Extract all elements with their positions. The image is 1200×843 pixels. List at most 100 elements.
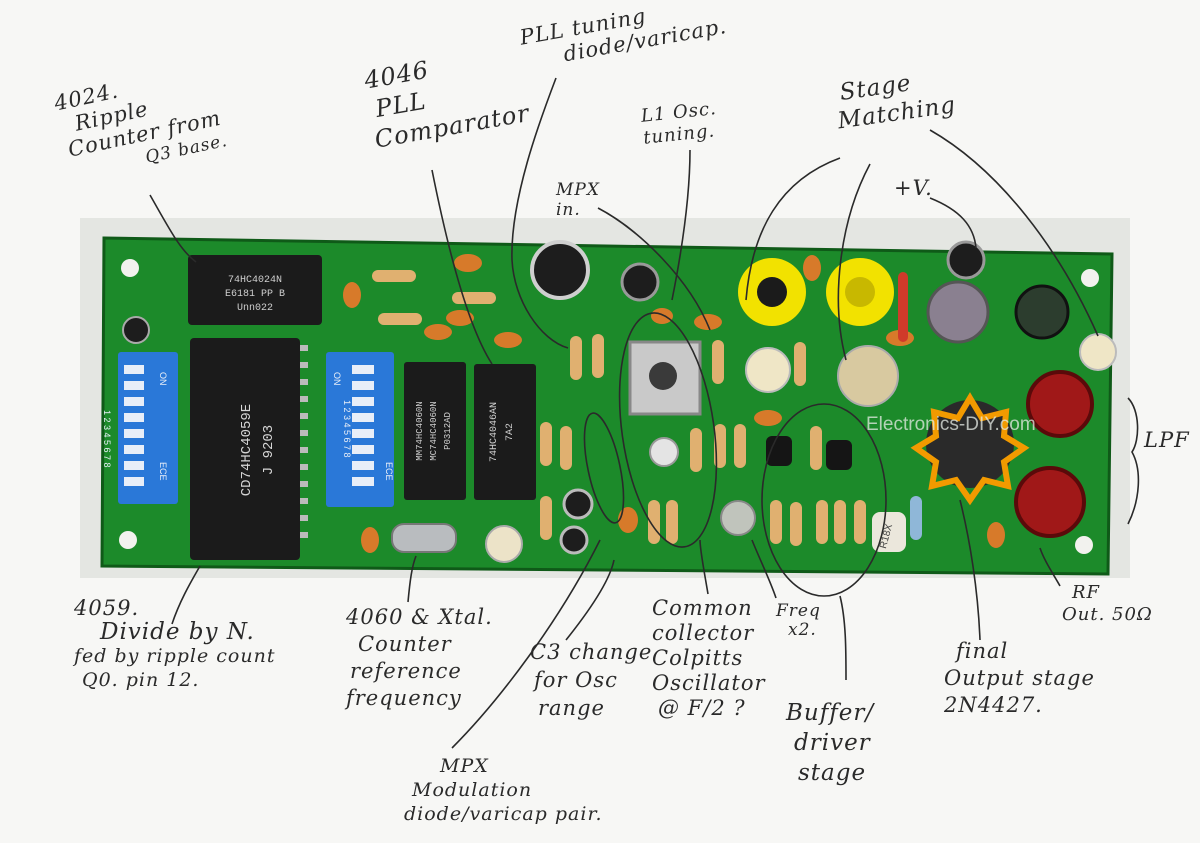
note-rf-out: RF Out. 50Ω xyxy=(1062,582,1153,626)
note-lpf: LPF xyxy=(1144,428,1190,452)
ic-4059: CD74HC4059E J 9203 xyxy=(190,338,308,560)
mounting-hole xyxy=(121,259,139,277)
ic-4060-text1: MM74HC4060N xyxy=(415,401,425,460)
leader-pll-comparator xyxy=(431,169,493,365)
note-line: Oscillator xyxy=(652,671,766,695)
note-plus-v: +V. xyxy=(894,176,933,200)
ic-4060-text2: MC74HC4060N xyxy=(429,401,439,460)
note-line: +V. xyxy=(894,176,933,200)
ic-4060: MM74HC4060N MC74HC4060N P0312AD xyxy=(404,362,466,500)
note-line: frequency xyxy=(346,686,462,710)
note-final-output: final Output stage 2N4427. xyxy=(944,638,1095,719)
note-mpx-modulation: MPX Modulation diode/varicap pair. xyxy=(404,754,602,826)
leader-pll-tuning xyxy=(511,77,569,349)
output-coils xyxy=(910,280,1094,538)
leader-final-output xyxy=(959,499,981,641)
note-line: diode/varicap pair. xyxy=(404,803,603,825)
yellow-trimmer-caps xyxy=(738,258,894,326)
note-line: 2N4427. xyxy=(944,693,1043,717)
note-line: MPX xyxy=(556,180,600,200)
note-line: @ F/2 ? xyxy=(658,696,746,720)
note-line: for Osc xyxy=(534,668,618,692)
mounting-hole xyxy=(1081,269,1099,287)
note-line: stage xyxy=(798,760,867,786)
note-l1-osc: L1 Osc. tuning. xyxy=(640,98,720,150)
leader-stage-matching-right xyxy=(929,129,1099,337)
annotation-lines xyxy=(149,77,1140,749)
note-line: reference xyxy=(350,659,462,683)
leader-freq-x2 xyxy=(751,539,777,599)
leader-stage-matching-mid xyxy=(837,163,871,361)
note-line: x2. xyxy=(788,620,817,640)
leader-mpx-in xyxy=(597,207,711,331)
note-line: Colpitts xyxy=(652,646,744,670)
crystal xyxy=(391,523,457,553)
white-trimmers xyxy=(485,333,1117,563)
ic-4024-text1: 74HC4024N xyxy=(228,275,282,286)
note-line: Modulation xyxy=(412,779,533,801)
leader-c3-change xyxy=(565,559,615,641)
leader-ripple-counter xyxy=(149,194,197,263)
circle-mpx-varicaps xyxy=(583,412,625,524)
note-line: in. xyxy=(556,200,581,220)
ic-4060-text3: P0312AD xyxy=(443,412,453,450)
heatsink-star xyxy=(910,392,1030,506)
note-line: 4059. xyxy=(74,596,140,620)
note-c3-change: C3 change for Osc range xyxy=(530,638,652,722)
note-counter-reference: 4060 & Xtal. Counter reference frequency xyxy=(346,604,493,712)
note-line: range xyxy=(538,696,605,720)
ic-4046-text2: 7A2 xyxy=(505,423,516,441)
ic-4024-text2: E6181 PP B xyxy=(225,289,285,300)
electrolytic-capacitors xyxy=(122,240,986,555)
leader-rf-out xyxy=(1039,547,1061,587)
transistors xyxy=(766,436,852,470)
note-line: final xyxy=(956,639,1009,663)
leader-plus-v xyxy=(929,197,977,249)
note-line: Counter xyxy=(358,632,452,656)
leader-mpx-modulation xyxy=(451,539,601,749)
note-divide-by-n: 4059. Divide by N. fed by ripple count Q… xyxy=(74,596,275,692)
mounting-hole xyxy=(1075,536,1093,554)
note-line: Divide by N. xyxy=(100,619,255,645)
note-line: driver xyxy=(794,730,871,756)
mounting-hole xyxy=(119,531,137,549)
note-line: Q0. pin 12. xyxy=(82,669,200,691)
dip-switch-right: ON 1 2 3 4 5 6 7 8 ECE xyxy=(326,352,394,507)
ceramic-capacitors xyxy=(343,254,1005,553)
l1-osc-coil-can xyxy=(628,340,702,416)
leader-buffer-driver xyxy=(839,595,847,681)
leader-l1-osc xyxy=(671,149,691,301)
note-line: RF xyxy=(1072,582,1101,603)
ic-4059-text2: J 9203 xyxy=(261,425,277,475)
note-line: Output stage xyxy=(944,666,1095,690)
note-line: Buffer/ xyxy=(786,700,875,726)
circle-colpitts-oscillator xyxy=(618,312,718,548)
circle-buffer-driver xyxy=(761,403,887,597)
note-freq-x2: Freq x2. xyxy=(776,602,821,640)
leader-counter-reference xyxy=(407,555,417,603)
note-buffer-driver: Buffer/ driver stage xyxy=(786,698,874,788)
dip-left-numbers: 1 2 3 4 5 6 7 8 xyxy=(102,410,112,468)
note-mpx-in: MPX in. xyxy=(556,180,600,220)
note-line: Out. 50Ω xyxy=(1062,604,1153,625)
note-line: 4060 & Xtal. xyxy=(346,605,493,629)
ic-4046: 74HC4046AN 7A2 xyxy=(474,364,536,500)
dip-left-on: ON xyxy=(158,372,168,386)
dip-right-numbers: 1 2 3 4 5 6 7 8 xyxy=(342,400,352,458)
dip-left-brand: ECE xyxy=(158,462,168,481)
dip-switch-left: ON 1 2 3 4 5 6 7 8 ECE xyxy=(102,352,178,504)
note-line: Freq xyxy=(776,601,821,621)
watermark: Electronics-DIY.com xyxy=(866,414,1036,435)
note-colpitts: Common collector Colpitts Oscillator @ F… xyxy=(652,596,766,721)
leader-divide-by-n xyxy=(171,565,201,625)
note-line: collector xyxy=(652,621,755,645)
leader-stage-matching-left xyxy=(745,157,841,301)
note-line: C3 change xyxy=(530,640,653,664)
note-line: Common xyxy=(652,596,753,620)
dip-right-on: ON xyxy=(332,372,342,386)
dip-right-brand: ECE xyxy=(384,462,394,481)
leader-colpitts xyxy=(699,539,709,595)
note-line: LPF xyxy=(1144,428,1190,452)
ic-4024: 74HC4024N E6181 PP B Unn022 xyxy=(188,255,322,325)
